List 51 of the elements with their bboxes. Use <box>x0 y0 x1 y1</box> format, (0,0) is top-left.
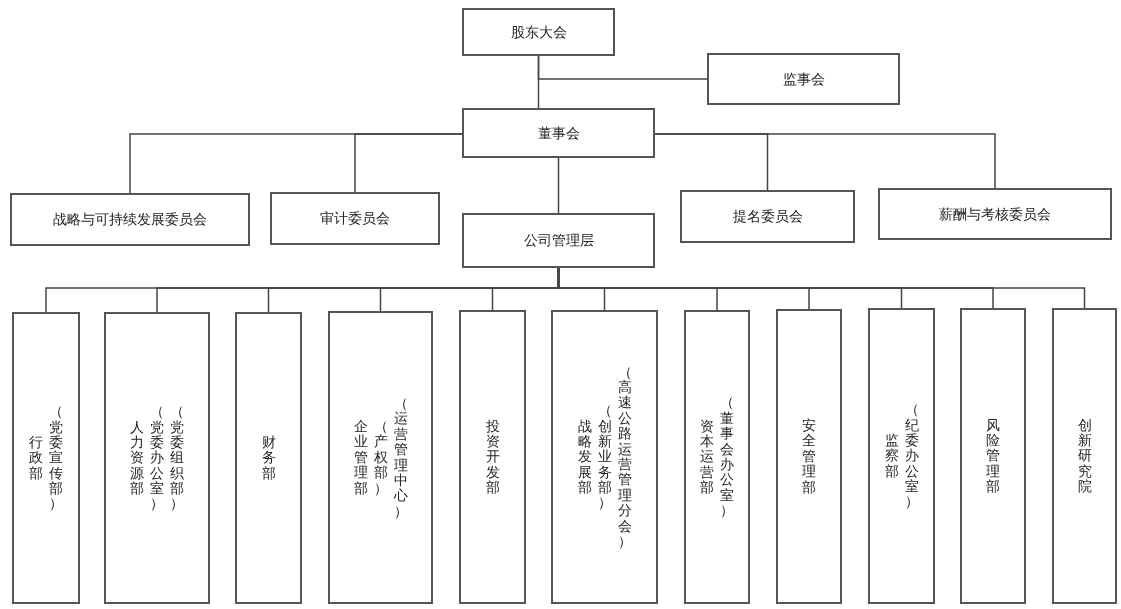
department-box <box>1052 308 1117 604</box>
department-box <box>104 312 210 604</box>
org-box <box>878 188 1112 240</box>
node-label: 公司管理层 <box>523 231 594 250</box>
org-box <box>707 53 900 105</box>
node-label: （党委宣传部） <box>49 404 63 512</box>
node-label: （董事会办公室） <box>720 395 734 519</box>
node-label: （党委办公室） <box>150 404 164 512</box>
node-label: 风险管理部 <box>986 417 1000 495</box>
node-label: 资本运营部 <box>700 418 714 496</box>
connector-line <box>537 55 708 80</box>
node-label: 提名委员会 <box>732 207 803 226</box>
node-label: 审计委员会 <box>320 209 390 228</box>
connector-line <box>557 157 560 214</box>
org-box <box>10 193 250 246</box>
node-label: （党委组织部） <box>170 404 184 512</box>
node-label: 企业管理部 <box>353 419 368 496</box>
node-label: （运营管理中心） <box>393 395 408 520</box>
node-label: 监事会 <box>782 69 825 89</box>
connector-line <box>354 133 463 193</box>
department-box <box>868 308 935 604</box>
department-box <box>551 310 658 604</box>
node-label: （创新业务部） <box>597 403 612 511</box>
department-box <box>776 309 842 604</box>
node-label: 创新研究院 <box>1077 417 1092 495</box>
node-label: 薪酬与考核委员会 <box>939 204 1051 224</box>
department-box <box>459 310 526 604</box>
department-box <box>960 308 1026 604</box>
node-label: 股东大会 <box>510 22 567 42</box>
node-label: （高速公路运营管理分会） <box>617 364 632 550</box>
node-label: 战略发展部 <box>577 418 592 496</box>
department-box <box>12 312 80 604</box>
node-label: （产权部） <box>373 419 388 496</box>
org-box <box>462 213 655 268</box>
org-box <box>462 108 655 158</box>
department-box <box>328 311 433 604</box>
department-box <box>235 312 302 604</box>
node-label: 投资开发部 <box>485 418 500 496</box>
department-box <box>684 310 750 604</box>
node-label: 董事会 <box>537 123 580 143</box>
node-label: 安全管理部 <box>802 418 816 495</box>
org-box <box>462 8 615 56</box>
node-label: （纪委办公室） <box>904 402 919 510</box>
node-label: 行政部 <box>29 434 43 482</box>
node-label: 财务部 <box>261 434 276 482</box>
node-label: 人力资源部 <box>130 419 144 497</box>
org-box <box>270 192 440 245</box>
connector-line <box>654 133 996 189</box>
node-label: 战略与可持续发展委员会 <box>53 210 207 229</box>
node-label: 监察部 <box>884 432 899 480</box>
org-box <box>680 190 855 243</box>
